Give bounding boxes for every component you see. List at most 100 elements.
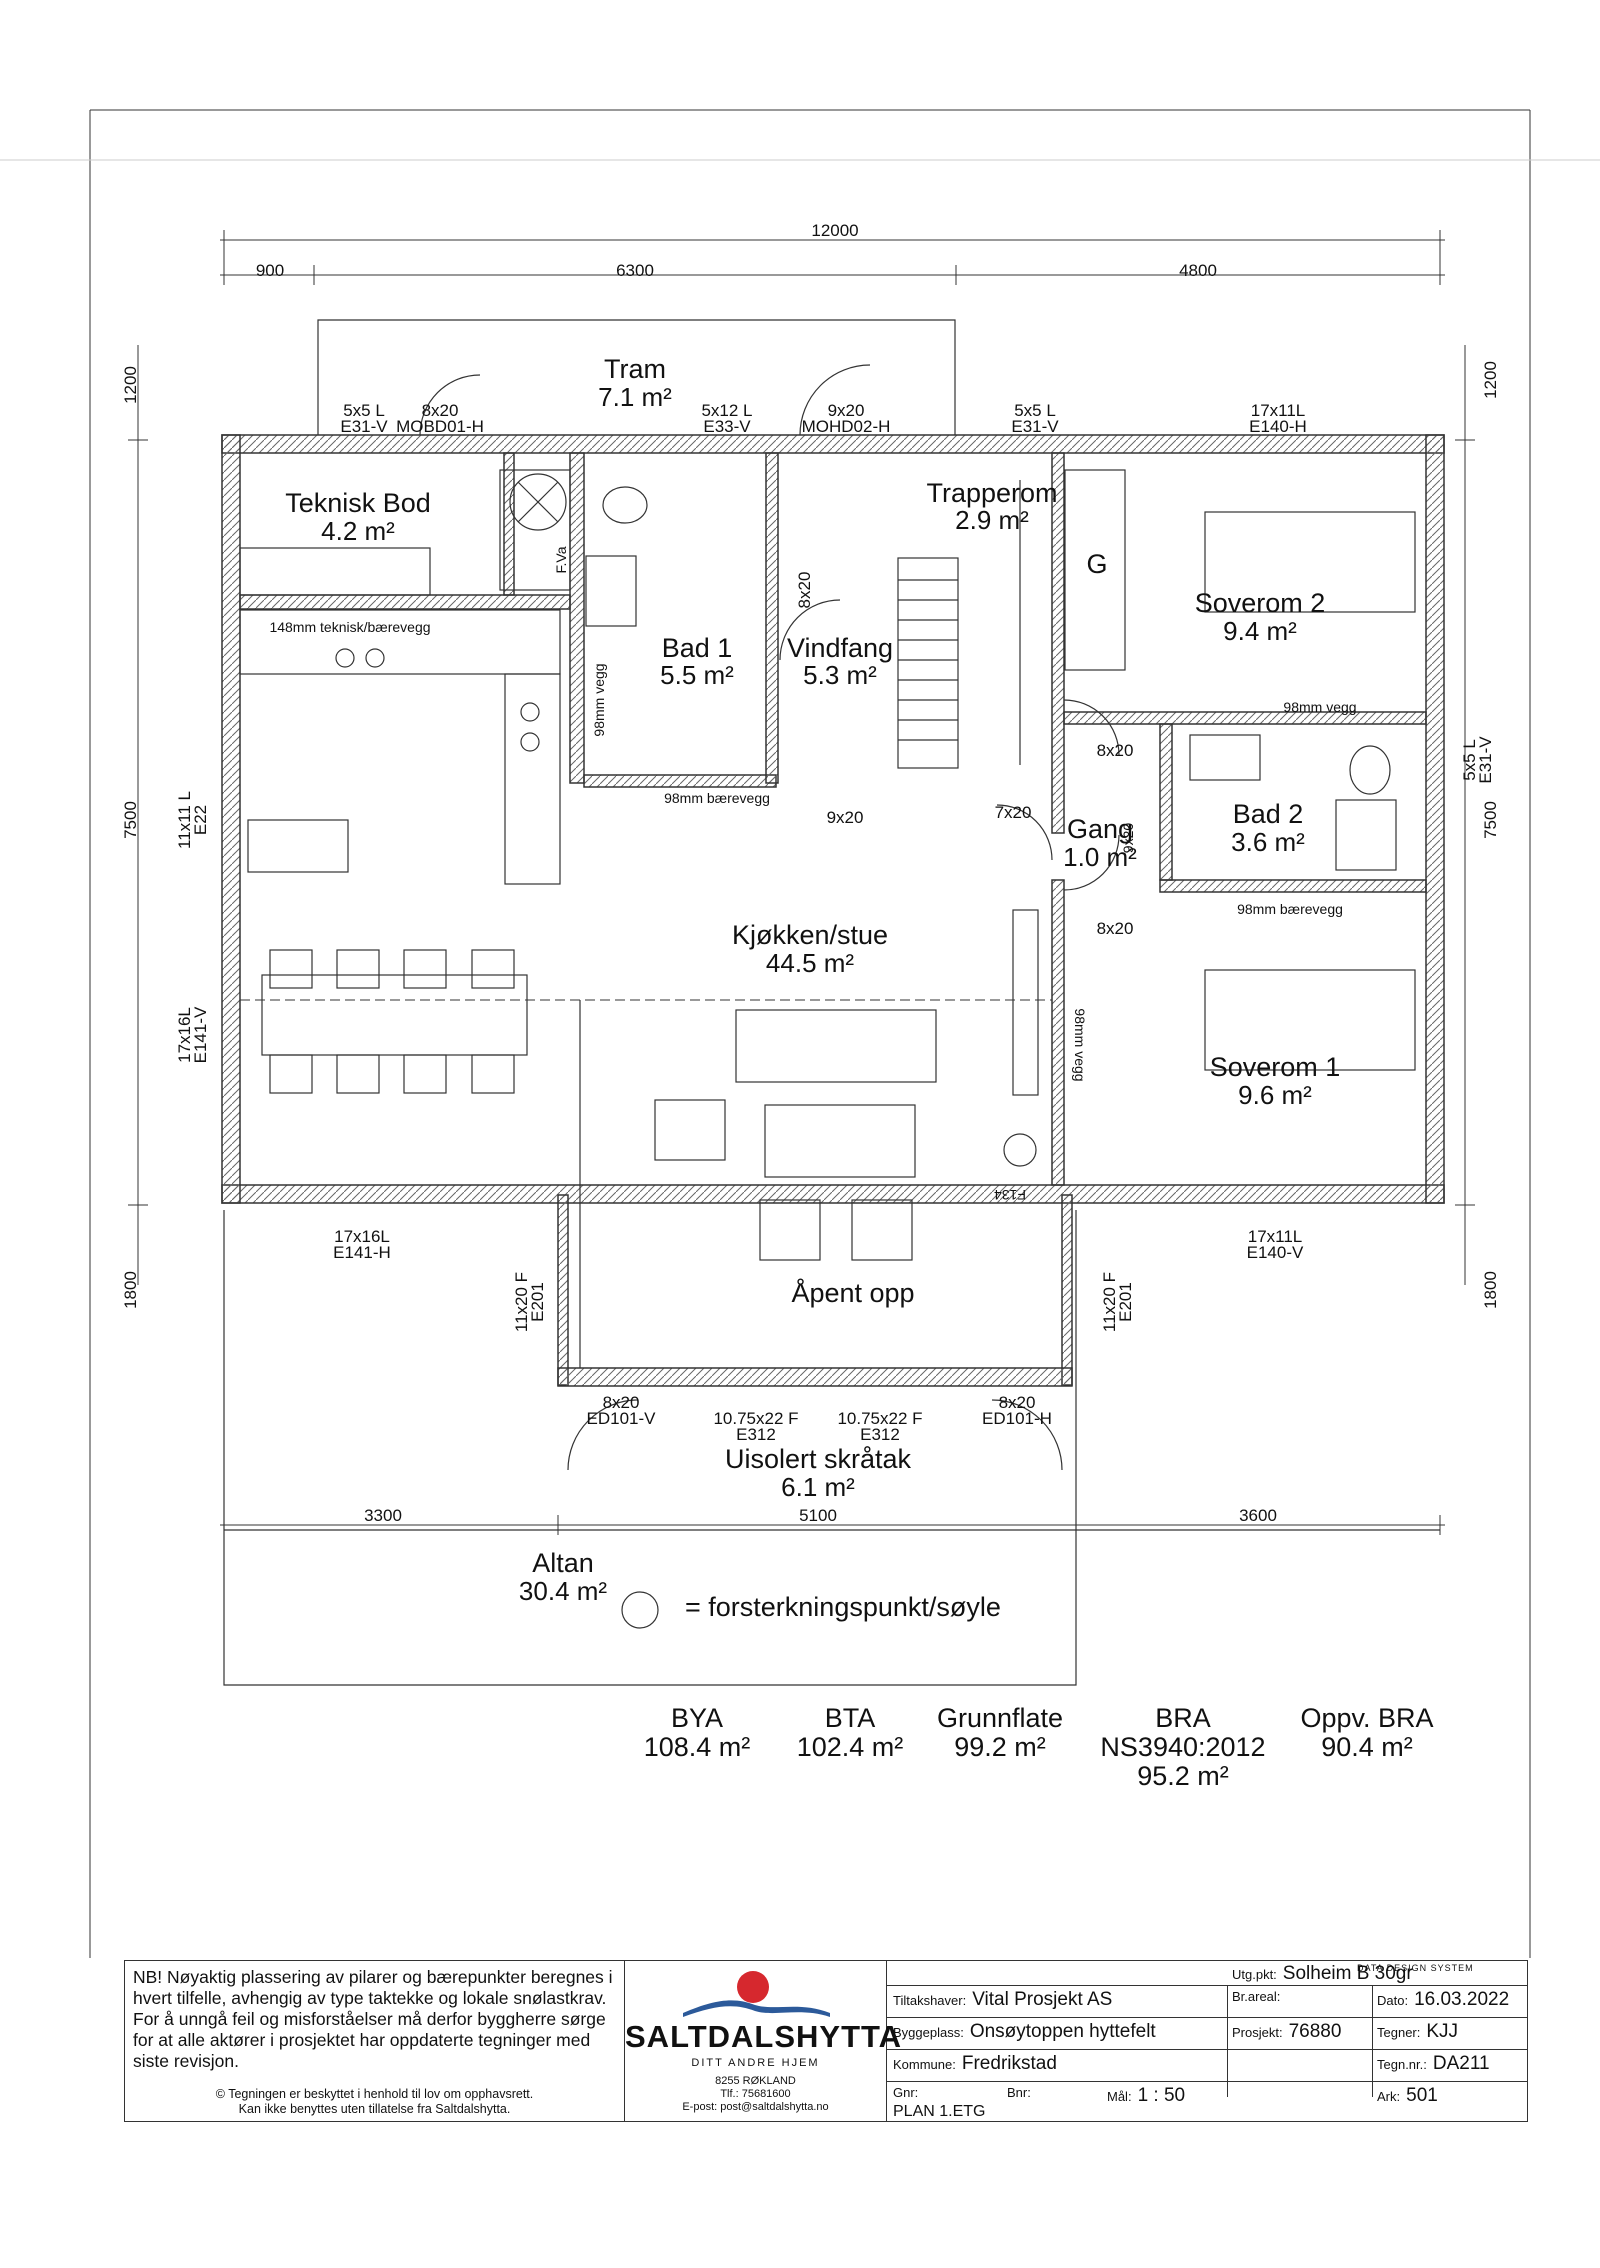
tag-w-mr-code: E201	[1116, 1282, 1135, 1322]
room-teknisk-bod-area: 4.2 m²	[321, 516, 395, 546]
label-fva: F.Va	[553, 546, 569, 573]
tegner-field: Tegner:KJJ	[1377, 2021, 1459, 2042]
dim-right-1: 1200	[1481, 361, 1500, 399]
dim-bottom-1: 3300	[364, 1506, 402, 1525]
tag-w-bm2-size: 10.75x22 F	[837, 1409, 922, 1428]
tag-w-ml-code: E201	[528, 1282, 547, 1322]
prosjekt-field: Prosjekt:76880	[1232, 2021, 1342, 2042]
dim-right-3: 1800	[1481, 1271, 1500, 1309]
room-soverom1-area: 9.6 m²	[1238, 1080, 1312, 1110]
company-logo-block: SALTDALSHYTTA DITT ANDRE HJEM 8255 RØKLA…	[625, 1961, 903, 2121]
copyright-line-1: © Tegningen er beskyttet i henhold til l…	[215, 2087, 534, 2101]
tag-w-br-size: 17x11L	[1248, 1227, 1303, 1246]
kommune-field: Kommune:Fredrikstad	[893, 2053, 1057, 2074]
tag-w-mr-size: 11x20 F	[1100, 1272, 1119, 1332]
tiltakshaver-field: Tiltakshaver:Vital Prosjekt AS	[893, 1989, 1113, 2010]
title-block: NB! Nøyaktig plassering av pilarer og bæ…	[124, 1960, 1528, 2122]
tag-w-left2-size: 17x16L	[175, 1007, 194, 1063]
tag-w-bl-size: 17x16L	[334, 1227, 390, 1246]
room-kjokken-name: Kjøkken/stue	[732, 920, 888, 950]
tram-outline	[317, 319, 956, 435]
project-info-grid: Tiltakshaver:Vital Prosjekt AS Utg.pkt:S…	[887, 1961, 1527, 2121]
company-email: E-post: post@saltdalshytta.no	[682, 2101, 829, 2113]
byggeplass-field: Byggeplass:Onsøytoppen hyttefelt	[893, 2021, 1156, 2042]
tag-w1-size: 5x5 L	[343, 401, 385, 420]
dim-top-3: 4800	[1179, 261, 1217, 280]
support-point-legend-icon	[621, 1591, 659, 1629]
copyright-notice: © Tegningen er beskyttet i henhold til l…	[125, 2087, 624, 2117]
room-soverom2-name: Soverom 2	[1195, 588, 1326, 618]
legend-support-point: = forsterkningspunkt/søyle	[685, 1592, 1001, 1622]
tag-w-left2-code: E141-V	[191, 1006, 210, 1063]
room-altan-area: 30.4 m²	[519, 1576, 607, 1606]
room-tram-name: Tram	[604, 354, 666, 384]
room-gang-area: 1.0 m²	[1063, 842, 1137, 872]
dimension-lines	[128, 230, 1475, 1535]
label-wall-teknisk: 148mm teknisk/bærevegg	[269, 619, 430, 635]
dim-left-2: 7500	[121, 801, 140, 839]
company-phone: Tlf.: 75681600	[720, 2088, 791, 2100]
tag-d1-code: MOBD01-H	[396, 417, 484, 436]
tag-w-bl-code: E141-H	[333, 1243, 391, 1262]
summary-grunnflate-value: 99.2 m²	[954, 1732, 1046, 1762]
fixtures	[239, 469, 1416, 1629]
dim-bottom-2: 5100	[799, 1506, 837, 1525]
summary-bra-label: BRA	[1155, 1703, 1211, 1733]
tag-w2-size: 5x12 L	[701, 401, 752, 420]
tag-w3-code: E31-V	[1011, 417, 1059, 436]
room-vindfang-name: Vindfang	[787, 633, 893, 663]
label-fireplace: F134	[994, 1187, 1026, 1203]
room-bad2-area: 3.6 m²	[1231, 827, 1305, 857]
room-bad1-area: 5.5 m²	[660, 660, 734, 690]
tag-w-ml-size: 11x20 F	[512, 1272, 531, 1332]
label-wall-98-bad1: 98mm vegg	[591, 663, 607, 736]
tag-w4-code: E140-H	[1249, 417, 1307, 436]
label-door-9x20: 9x20	[827, 808, 864, 827]
dim-right-2: 7500	[1481, 801, 1500, 839]
tag-w1-code: E31-V	[340, 417, 388, 436]
label-wall-98-bare2: 98mm bærevegg	[1237, 901, 1343, 917]
summary-bta-value: 102.4 m²	[797, 1732, 904, 1762]
summary-bya-label: BYA	[671, 1703, 723, 1733]
summary-oppv-bra-label: Oppv. BRA	[1300, 1703, 1433, 1733]
exterior-walls	[221, 434, 1445, 1387]
dim-bottom-3: 3600	[1239, 1506, 1277, 1525]
summary-bra-standard: NS3940:2012	[1100, 1732, 1265, 1762]
tag-w-bm1-code: E312	[736, 1425, 776, 1444]
summary-bra-value: 95.2 m²	[1137, 1761, 1229, 1791]
label-door-sov1: 8x20	[1097, 919, 1134, 938]
gnr-field: Gnr:	[893, 2085, 919, 2100]
room-soverom1-name: Soverom 1	[1210, 1052, 1341, 1082]
summary-oppv-bra-value: 90.4 m²	[1321, 1732, 1413, 1762]
br-areal-field: Br.areal:	[1232, 1989, 1281, 2004]
tag-w-left1-code: E22	[191, 805, 210, 835]
dim-total-width: 12000	[811, 221, 858, 240]
dim-top-2: 6300	[616, 261, 654, 280]
room-altan-name: Altan	[532, 1548, 594, 1578]
summary-bya-value: 108.4 m²	[644, 1732, 751, 1762]
tag-d-bl-size: 8x20	[603, 1393, 640, 1412]
tag-w-right-size: 5x5 L	[1460, 739, 1479, 781]
room-trapperom-name: Trapperom	[926, 478, 1057, 508]
room-bad1-name: Bad 1	[662, 633, 733, 663]
label-wall-98-vert: 98mm vegg	[1072, 1008, 1088, 1081]
label-door-7x20: 7x20	[995, 803, 1032, 822]
summary-bta-label: BTA	[825, 1703, 876, 1733]
dim-left-3: 1800	[121, 1271, 140, 1309]
plan-name: PLAN 1.ETG	[893, 2103, 986, 2120]
tag-d-bl-code: ED101-V	[587, 1409, 657, 1428]
company-address: 8255 RØKLAND	[715, 2075, 796, 2087]
company-name: SALTDALSHYTTA	[625, 2019, 903, 2054]
room-teknisk-bod-name: Teknisk Bod	[285, 488, 431, 518]
tag-d-br-code: ED101-H	[982, 1409, 1052, 1428]
copyright-line-2: Kan ikke benyttes uten tillatelse fra Sa…	[238, 2102, 511, 2116]
room-tram-area: 7.1 m²	[598, 382, 672, 412]
disclaimer-note: NB! Nøyaktig plassering av pilarer og bæ…	[125, 1961, 625, 2121]
room-soverom2-area: 9.4 m²	[1223, 616, 1297, 646]
label-door-vindfang: 8x20	[795, 572, 814, 609]
room-vindfang-area: 5.3 m²	[803, 660, 877, 690]
tag-w2-code: E33-V	[703, 417, 751, 436]
room-trapperom-area: 2.9 m²	[955, 505, 1029, 535]
